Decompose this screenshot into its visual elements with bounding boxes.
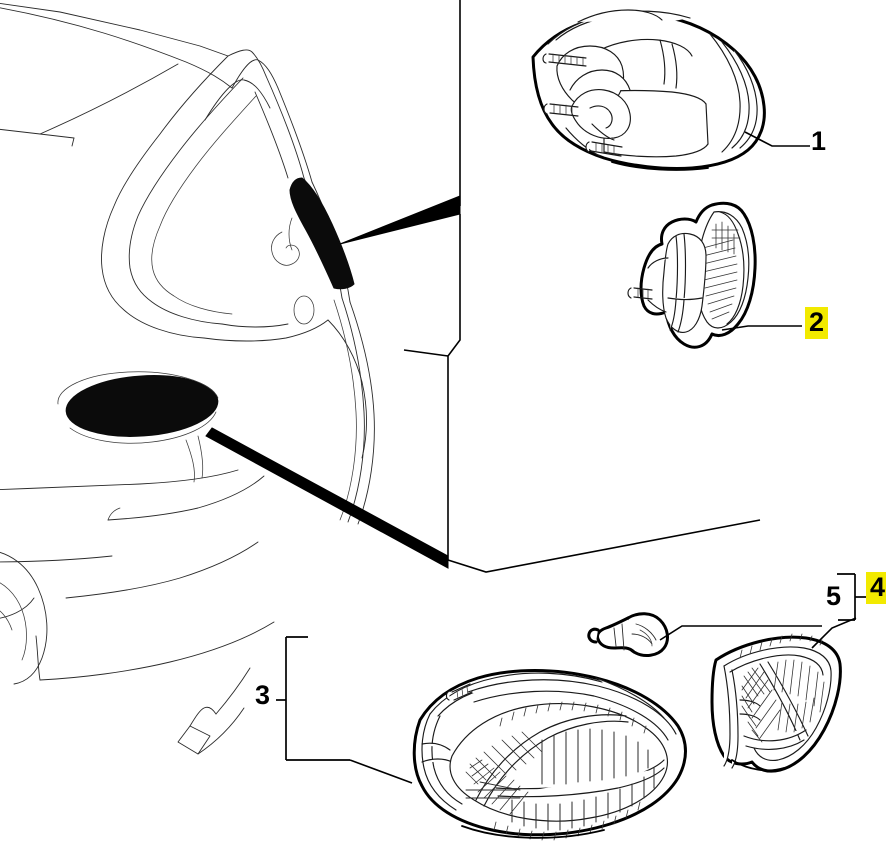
callout-number-5: 5 [826,581,842,611]
leader-1 [744,131,810,147]
part-1-lamp-housing [531,9,766,171]
vehicle-highlight-lower [57,371,219,444]
leader-lines [205,0,761,573]
part-2-repeater-lamp [627,201,757,349]
divider-left-stub [403,349,449,357]
divider-mid [447,214,461,368]
leader-5 [659,625,822,641]
divider-chevron [447,519,761,573]
callout-number-1: 1 [811,126,827,156]
callout-number-4: 4 [866,572,886,604]
callout-number-2: 2 [805,307,829,339]
leader-wedge-upper [339,195,461,245]
vehicle-highlight-upper [289,177,355,290]
bracket-3 [276,636,413,784]
leader-4 [811,617,857,649]
bracket-4 [837,573,866,621]
part-5-bulb [587,612,669,657]
vehicle-outline [0,2,375,755]
leader-wedge-lower [205,427,449,569]
leader-2 [721,325,802,331]
callout-number-3: 3 [255,680,271,710]
part-3-tail-lamp [412,669,687,841]
part-4-corner-lamp [710,633,842,773]
